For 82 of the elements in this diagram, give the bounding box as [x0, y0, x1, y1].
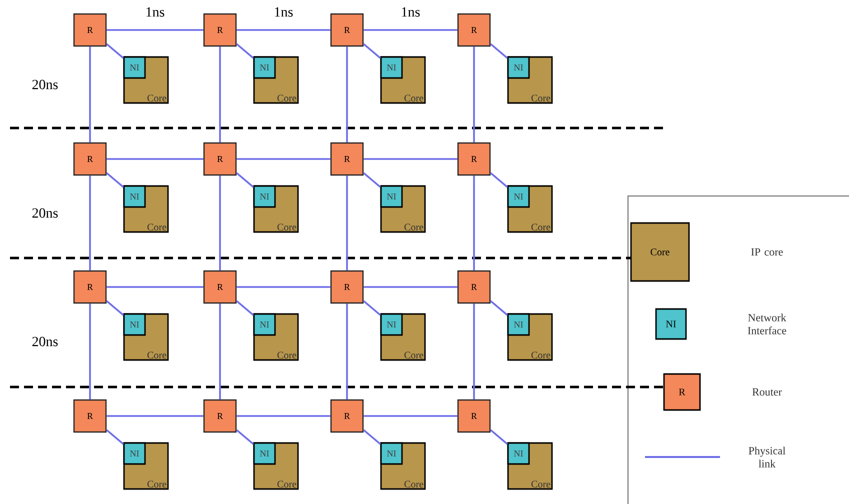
link-line [473, 304, 475, 400]
legend-label: Network Interface [748, 314, 786, 334]
ni-box: NI [253, 56, 276, 79]
link-line [346, 176, 348, 270]
link-line [346, 304, 348, 400]
link-line [106, 415, 204, 417]
link-line [236, 300, 254, 316]
ni-box: NI [380, 442, 403, 465]
ni-box: NI [507, 313, 530, 336]
link-line [346, 46, 348, 142]
ni-box: NI [253, 185, 276, 208]
link-line [236, 29, 330, 31]
router-box: R [203, 399, 237, 433]
ni-box: NI [123, 56, 146, 79]
ni-box: NI [380, 313, 403, 336]
edge-label: 20ns [30, 78, 60, 90]
router-box: R [73, 399, 107, 433]
link-line [473, 176, 475, 270]
legend-label: Physical link [748, 446, 786, 468]
link-line [106, 172, 124, 188]
router-box: R [73, 270, 107, 304]
router-box: R [203, 13, 237, 47]
ni-box: NI [380, 56, 403, 79]
link-line [106, 43, 124, 59]
link-line [363, 429, 381, 445]
router-box: R [457, 13, 491, 47]
ni-box: NI [507, 442, 530, 465]
router-box: R [330, 13, 364, 47]
link-line [106, 29, 204, 31]
link-line [236, 429, 254, 445]
link-line [236, 286, 330, 288]
router-box: R [330, 399, 364, 433]
link-line [89, 46, 91, 142]
ni-box: NI [380, 185, 403, 208]
link-line [89, 304, 91, 400]
link-line [364, 29, 458, 31]
link-line [364, 286, 458, 288]
ni-box: NI [123, 313, 146, 336]
edge-label: 1ns [400, 6, 422, 18]
router-box: R [203, 270, 237, 304]
router-box: R [73, 13, 107, 47]
ni-box: NI [507, 56, 530, 79]
legend-label: Router [752, 388, 782, 396]
edge-label: 20ns [30, 336, 60, 348]
link-line [236, 415, 330, 417]
router-box: R [330, 270, 364, 304]
link-line [363, 172, 381, 188]
link-line [219, 176, 221, 270]
link-line [490, 43, 508, 59]
link-line [490, 172, 508, 188]
ni-box: NI [253, 442, 276, 465]
link-line [219, 46, 221, 142]
link-line [363, 300, 381, 316]
link-line [219, 304, 221, 400]
link-line [490, 429, 508, 445]
link-line [236, 43, 254, 59]
link-line [106, 286, 204, 288]
router-box: R [330, 142, 364, 176]
link-line [236, 172, 254, 188]
link-line [364, 415, 458, 417]
router-box: R [73, 142, 107, 176]
ni-box: NI [507, 185, 530, 208]
ni-box: NI [123, 442, 146, 465]
legend-label: IP core [751, 248, 783, 256]
link-line [363, 43, 381, 59]
router-box: R [203, 142, 237, 176]
link-line [473, 46, 475, 142]
router-box: R [457, 142, 491, 176]
edge-label: 1ns [272, 6, 294, 18]
ni-box: NI [123, 185, 146, 208]
link-line [89, 176, 91, 270]
link-line [106, 158, 204, 160]
edge-label: 1ns [144, 6, 166, 18]
ni-box: NI [253, 313, 276, 336]
edge-label: 20ns [30, 207, 60, 219]
link-line [106, 300, 124, 316]
link-line [490, 300, 508, 316]
router-box: R [457, 399, 491, 433]
link-line [106, 429, 124, 445]
link-line [236, 158, 330, 160]
router-box: R [457, 270, 491, 304]
link-line [364, 158, 458, 160]
